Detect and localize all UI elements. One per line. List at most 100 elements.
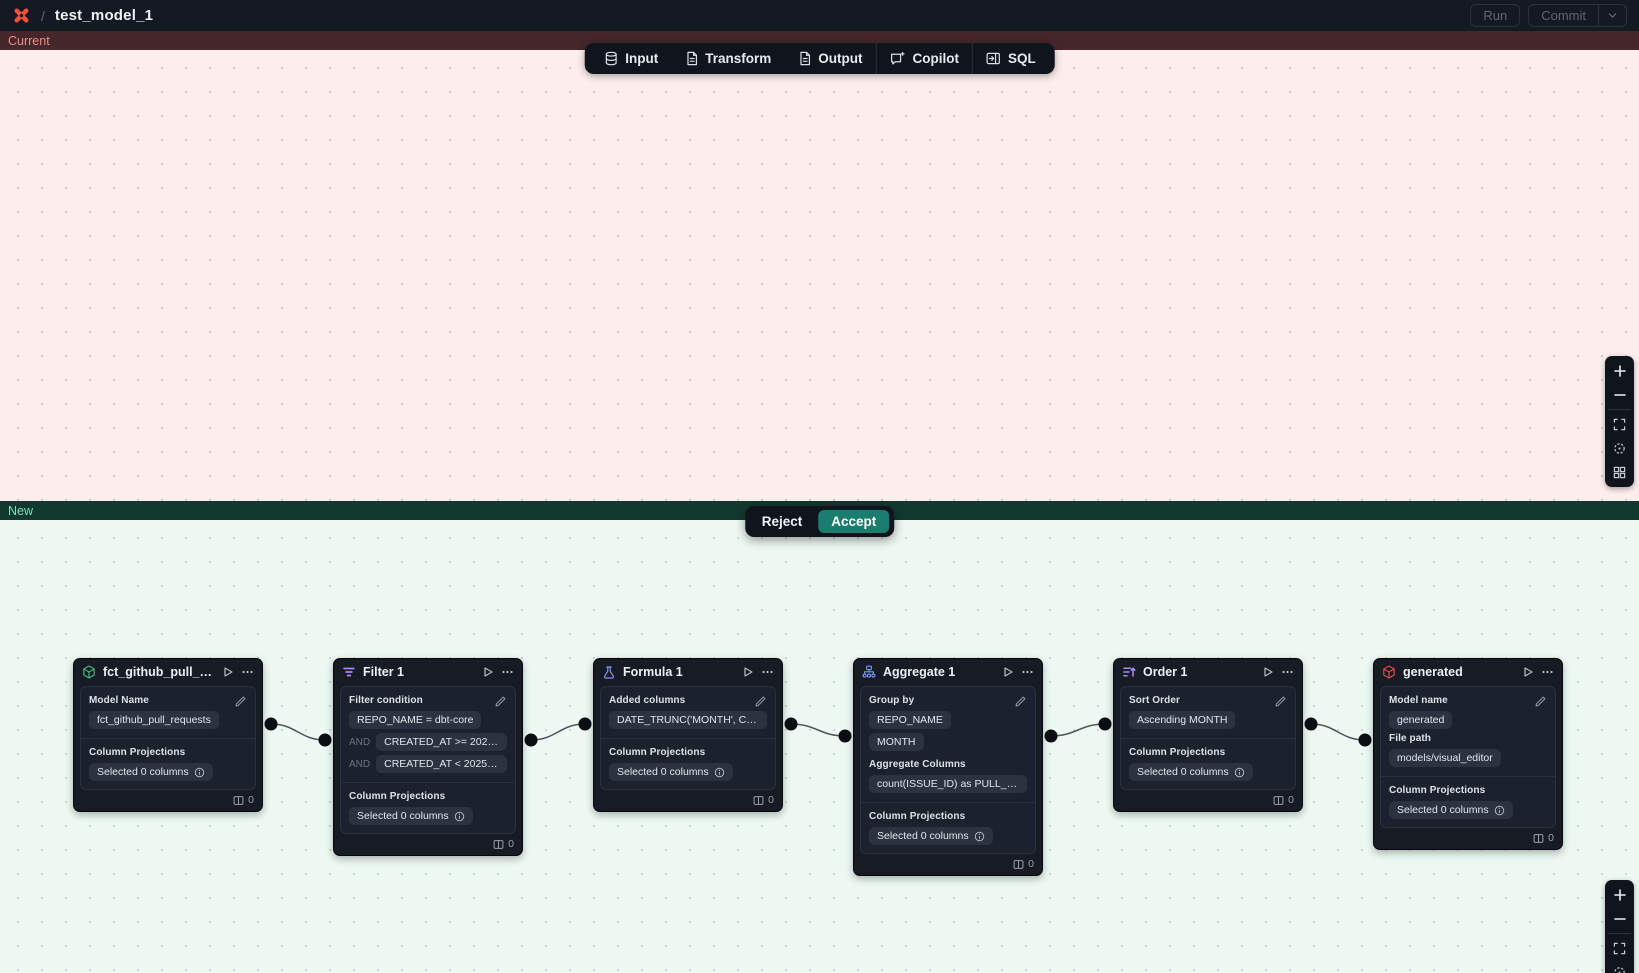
zoom-out-icon[interactable] (1608, 907, 1631, 931)
node-body: Sort Order Ascending MONTH Column Projec… (1120, 686, 1296, 791)
fit-view-icon[interactable] (1608, 936, 1631, 960)
more-menu-icon[interactable] (1281, 666, 1294, 678)
commit-button[interactable]: Commit (1541, 8, 1586, 23)
more-menu-icon[interactable] (1021, 666, 1034, 678)
toolbar-input-button[interactable]: Input (590, 43, 671, 74)
toolbar-input-label: Input (625, 51, 659, 66)
added-columns-pill[interactable]: DATE_TRUNC('MONTH', CREATED_AT… (609, 711, 767, 729)
node-formula-1[interactable]: Formula 1 Added columns DATE_TRUNC('MONT… (593, 658, 783, 813)
node-generated[interactable]: generated Model name generated File path… (1373, 658, 1563, 851)
model-name-pill[interactable]: fct_github_pull_requests (89, 711, 219, 729)
play-icon[interactable] (1002, 666, 1014, 678)
zoom-in-icon[interactable] (1608, 359, 1631, 383)
file-text-icon (797, 51, 811, 66)
edit-pencil-icon[interactable] (754, 695, 767, 713)
node-aggregate-1[interactable]: Aggregate 1 Group by REPO_NAME MONTH Agg… (853, 658, 1043, 877)
info-icon (454, 811, 464, 821)
sort-order-pill[interactable]: Ascending MONTH (1129, 711, 1236, 729)
field-label: Column Projections (869, 811, 966, 823)
database-icon (603, 51, 618, 66)
model-cube-icon (82, 665, 96, 679)
node-footer: 0 (594, 790, 782, 811)
edit-pencil-icon[interactable] (1014, 695, 1027, 713)
more-menu-icon[interactable] (1541, 666, 1554, 678)
field-label: Model Name (89, 695, 149, 706)
toolbar-transform-button[interactable]: Transform (671, 43, 784, 74)
play-icon[interactable] (482, 666, 494, 678)
group-by-pill[interactable]: MONTH (869, 733, 924, 751)
filter-icon (342, 665, 356, 679)
field-label: Column Projections (1129, 747, 1226, 759)
tile-layout-icon[interactable] (1608, 460, 1631, 484)
more-menu-icon[interactable] (761, 666, 774, 678)
node-body: Model Name fct_github_pull_requests Colu… (80, 686, 256, 791)
node-order-1[interactable]: Order 1 Sort Order Ascending MONTH Colum… (1113, 658, 1303, 813)
play-icon[interactable] (222, 666, 234, 678)
dbt-logo-icon[interactable] (12, 6, 31, 25)
edit-pencil-icon[interactable] (234, 695, 247, 713)
file-path-pill[interactable]: models/visual_editor (1389, 749, 1501, 767)
aggregate-columns-pill[interactable]: count(ISSUE_ID) as PULL_REQUEST_… (869, 775, 1027, 793)
edit-pencil-icon[interactable] (1534, 695, 1547, 713)
filter-and-pill[interactable]: CREATED_AT < 2025-03-01 (376, 755, 507, 773)
column-projections-pill[interactable]: Selected 0 columns (1129, 763, 1253, 782)
focus-circle-icon[interactable] (1608, 436, 1631, 460)
reject-button[interactable]: Reject (750, 510, 815, 533)
node-filter-1[interactable]: Filter 1 Filter condition REPO_NAME = db… (333, 658, 523, 857)
new-zoom-controls (1605, 880, 1634, 973)
commit-split-button[interactable]: Commit (1528, 4, 1627, 27)
toolbar-sql-button[interactable]: SQL (973, 43, 1049, 74)
play-icon[interactable] (1262, 666, 1274, 678)
accept-button[interactable]: Accept (818, 510, 890, 533)
chevron-down-icon[interactable] (1599, 5, 1626, 26)
fit-view-icon[interactable] (1608, 412, 1631, 436)
zoom-in-icon[interactable] (1608, 883, 1631, 907)
field-label: Sort Order (1129, 695, 1181, 706)
row-count: 0 (248, 794, 254, 807)
focus-circle-icon[interactable] (1608, 960, 1631, 973)
model-name-pill[interactable]: generated (1389, 711, 1453, 729)
node-header[interactable]: Aggregate 1 (854, 659, 1042, 684)
edit-pencil-icon[interactable] (1274, 695, 1287, 713)
node-header[interactable]: Order 1 (1114, 659, 1302, 684)
edit-pencil-icon[interactable] (494, 695, 507, 713)
toolbar-output-label: Output (818, 51, 863, 66)
filter-and-pill[interactable]: CREATED_AT >= 2024-12-01 (376, 733, 507, 751)
toolbar-transform-label: Transform (705, 51, 772, 66)
field-label: Column Projections (1389, 785, 1486, 797)
column-projections-pill[interactable]: Selected 0 columns (1389, 801, 1513, 820)
node-fct-github-pull-requests[interactable]: fct_github_pull_requests Model Name fct_… (73, 658, 263, 813)
node-header[interactable]: Formula 1 (594, 659, 782, 684)
node-header[interactable]: fct_github_pull_requests (74, 659, 262, 684)
node-header[interactable]: Filter 1 (334, 659, 522, 684)
breadcrumb-separator: / (41, 7, 45, 24)
toolbar-output-button[interactable]: Output (784, 43, 875, 74)
group-by-pill[interactable]: REPO_NAME (869, 711, 951, 729)
field-label: Column Projections (89, 747, 186, 759)
column-projections-pill[interactable]: Selected 0 columns (609, 763, 733, 782)
node-header[interactable]: generated (1374, 659, 1562, 684)
info-icon (714, 767, 724, 777)
play-icon[interactable] (742, 666, 754, 678)
columns-count-icon (493, 839, 504, 849)
play-icon[interactable] (1522, 666, 1534, 678)
and-label: AND (349, 758, 371, 770)
current-canvas[interactable] (0, 50, 1639, 501)
filter-condition-pill[interactable]: REPO_NAME = dbt-core (349, 711, 482, 729)
run-button[interactable]: Run (1470, 4, 1521, 27)
toolbar-copilot-button[interactable]: Copilot (877, 43, 973, 74)
zoom-out-icon[interactable] (1608, 383, 1631, 407)
column-projections-pill[interactable]: Selected 0 columns (349, 807, 473, 825)
more-menu-icon[interactable] (241, 666, 254, 678)
column-projections-pill[interactable]: Selected 0 columns (869, 827, 993, 846)
zoom-controls-divider (1608, 933, 1631, 934)
current-zoom-controls (1605, 356, 1634, 487)
node-title: Order 1 (1143, 665, 1188, 679)
node-title: Formula 1 (623, 665, 683, 679)
node-body: Model name generated File path models/vi… (1380, 686, 1556, 829)
more-menu-icon[interactable] (501, 666, 514, 678)
field-label: Filter condition (349, 695, 423, 706)
column-projections-pill[interactable]: Selected 0 columns (89, 763, 213, 782)
new-canvas[interactable]: fct_github_pull_requests Model Name fct_… (0, 520, 1639, 973)
